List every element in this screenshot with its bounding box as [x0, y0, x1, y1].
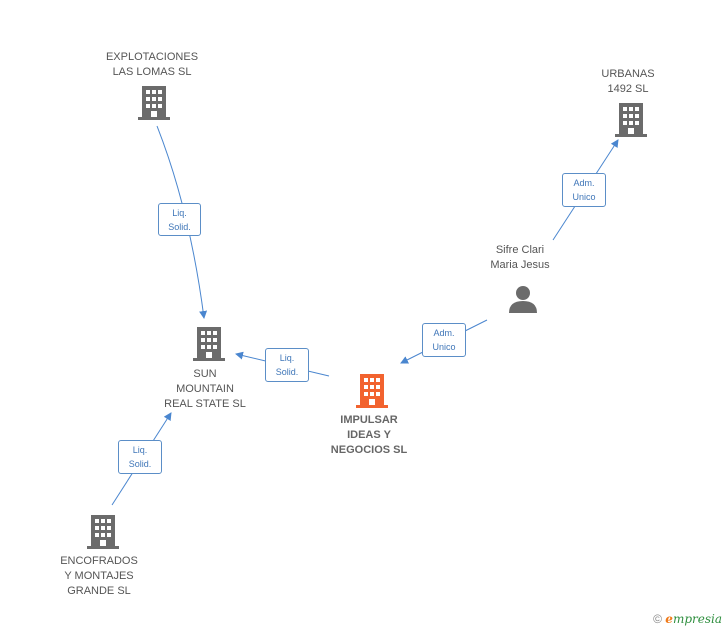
node-urbanas-label[interactable]: URBANAS 1492 SL: [601, 68, 655, 95]
building-icon: [87, 515, 119, 549]
edge-badge-liq-solid[interactable]: Liq. Solid.: [265, 348, 309, 382]
edge-badge-adm-unico[interactable]: Adm. Unico: [422, 323, 466, 357]
node-sifre-label[interactable]: Sifre Clari Maria Jesus: [490, 244, 550, 271]
person-icon: [509, 286, 537, 313]
copyright-symbol: ©: [653, 612, 662, 626]
empresia-watermark[interactable]: © empresia: [653, 612, 722, 626]
edge-badge-liq-solid[interactable]: Liq. Solid.: [158, 203, 201, 236]
building-icon: [193, 327, 225, 361]
node-sun-mountain-label[interactable]: SUN MOUNTAIN REAL STATE SL: [164, 368, 246, 410]
empresia-logo: empresia: [665, 612, 722, 626]
node-explotaciones-label[interactable]: EXPLOTACIONES LAS LOMAS SL: [105, 51, 199, 78]
node-encofrados-label[interactable]: ENCOFRADOS Y MONTAJES GRANDE SL: [60, 555, 138, 597]
building-icon-main: [356, 374, 388, 408]
edge-badge-adm-unico[interactable]: Adm. Unico: [562, 173, 606, 207]
node-impulsar-label[interactable]: IMPULSAR IDEAS Y NEGOCIOS SL: [330, 414, 408, 456]
building-icon: [615, 103, 647, 137]
edge-badge-liq-solid[interactable]: Liq. Solid.: [118, 440, 162, 474]
building-icon: [138, 86, 170, 120]
